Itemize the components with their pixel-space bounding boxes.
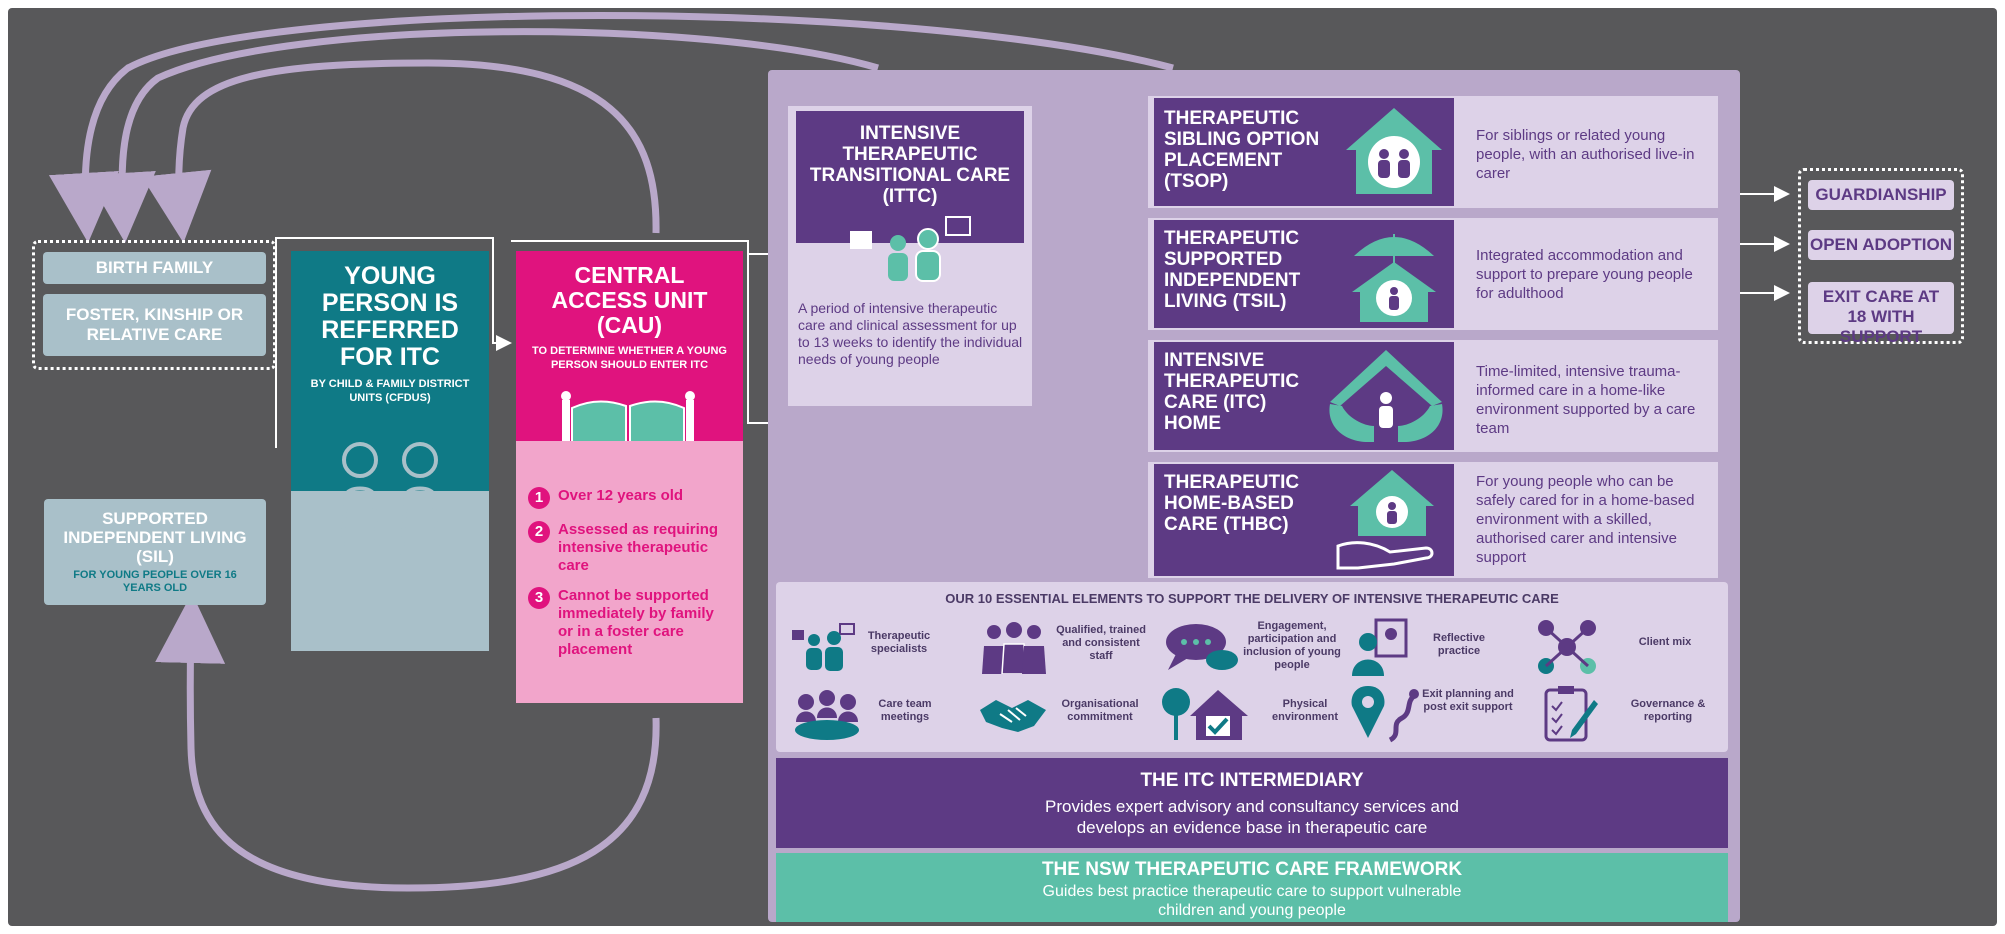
outcome-label: EXIT CARE AT 18 WITH SUPPORT [1822,287,1940,346]
element-exit-planning: Exit planning and post exit support [1346,684,1532,746]
return-arrow-outer [48,12,1174,243]
element-reflective-practice: Reflective practice [1346,616,1532,678]
element-label: Exit planning and post exit support [1422,688,1514,713]
option-title: THERAPEUTIC SUPPORTED INDEPENDENT LIVING… [1164,228,1301,312]
element-label: Engagement, participation and inclusion … [1243,620,1341,671]
cau-subtitle: TO DETERMINE WHETHER A YOUNG PERSON SHOU… [532,345,727,371]
foster-care-label: FOSTER, KINSHIP OR RELATIVE CARE [65,305,244,344]
element-client-mix: Client mix [1532,616,1718,678]
element-engagement: Engagement, participation and inclusion … [1160,616,1346,678]
element-organisational-commitment: Organisational commitment [974,684,1160,746]
specialists-icon [850,216,971,282]
element-label: Client mix [1638,636,1692,648]
option-title: THERAPEUTIC SIBLING OPTION PLACEMENT (TS… [1164,108,1320,192]
essential-elements-heading: OUR 10 ESSENTIAL ELEMENTS TO SUPPORT THE… [945,591,1559,606]
sil-box: SUPPORTED INDEPENDENT LIVING (SIL) FOR Y… [44,499,266,605]
young-person-body [291,491,489,651]
outcomes-group [1798,168,1964,344]
criterion-text: Assessed as requiring intensive therapeu… [558,521,719,574]
cau-box: CENTRAL ACCESS UNIT (CAU) TO DETERMINE W… [516,251,743,441]
speech-bubble-icon [1166,624,1238,670]
element-physical-environment: Physical environment [1160,684,1346,746]
criterion-2: 2 Assessed as requiring intensive therap… [528,521,731,575]
outcome-label: GUARDIANSHIP [1815,185,1947,204]
birth-family-label: BIRTH FAMILY [95,258,214,277]
criterion-number: 3 [528,587,550,609]
foster-care-box: FOSTER, KINSHIP OR RELATIVE CARE [43,294,266,356]
family-options-group [32,240,276,370]
young-person-subtitle: BY CHILD & FAMILY DISTRICT UNITS (CFDUS) [310,378,470,404]
element-label: Organisational commitment [1061,698,1139,723]
client-mix-icon [1538,620,1596,674]
element-label: Qualified, trained and consistent staff [1056,624,1146,662]
element-label: Physical environment [1271,698,1338,723]
location-pin-icon [1351,686,1419,743]
outcome-label: OPEN ADOPTION [1810,235,1952,254]
sil-subtitle: FOR YOUNG PEOPLE OVER 16 YEARS OLD [73,569,237,594]
option-title: THERAPEUTIC HOME-BASED CARE (THBC) [1164,472,1300,535]
mirror-icon [1352,618,1408,676]
element-qualified-staff: Qualified, trained and consistent staff [974,616,1160,678]
return-arrow-inner [141,59,660,243]
birth-family-box: BIRTH FAMILY [43,252,266,284]
young-person-box: YOUNG PERSON IS REFERRED FOR ITC BY CHIL… [291,251,489,491]
return-arrow-middle [85,28,879,243]
cau-title: CENTRAL ACCESS UNIT (CAU) [551,262,708,338]
element-label: Governance & reporting [1630,698,1706,723]
staff-icon [982,622,1046,674]
young-person-title: YOUNG PERSON IS REFERRED FOR ITC [321,262,459,371]
option-title: INTENSIVE THERAPEUTIC CARE (ITC) HOME [1164,350,1300,434]
nsw-framework-box: THE NSW THERAPEUTIC CARE FRAMEWORK Guide… [776,853,1728,922]
outcome-guardianship: GUARDIANSHIP [1808,180,1954,210]
return-arrow-bottom [155,593,660,892]
element-label: Therapeutic specialists [867,630,931,655]
ittc-description: A period of intensive therapeutic care a… [798,300,1023,367]
option-description: For young people who can be safely cared… [1476,473,1695,566]
siblings-house-icon [1346,108,1442,194]
outcome-open-adoption: OPEN ADOPTION [1808,230,1954,260]
handshake-icon [980,700,1046,732]
element-label: Care team meetings [878,698,932,723]
intermediary-description: Provides expert advisory and consultancy… [1045,797,1459,837]
essential-elements-grid: Therapeutic specialists Qualified, train… [788,616,1718,746]
specialists-icon [792,623,855,671]
criterion-number: 2 [528,521,550,543]
umbrella-house-icon [1352,234,1436,322]
criterion-1: 1 Over 12 years old [528,487,731,509]
hand-house-icon [1336,470,1434,570]
intermediary-title: THE ITC INTERMEDIARY [1140,770,1364,791]
meeting-icon [795,690,859,740]
clipboard-icon [1544,686,1598,742]
option-description: For siblings or related young people, wi… [1476,127,1695,182]
care-options-list: THERAPEUTIC SIBLING OPTION PLACEMENT (TS… [1148,96,1718,578]
essential-elements-panel [776,582,1728,752]
diagram-canvas: BIRTH FAMILY FOSTER, KINSHIP OR RELATIVE… [8,8,1997,926]
cau-criteria: 1 Over 12 years old 2 Assessed as requir… [516,441,743,703]
element-governance: Governance & reporting [1532,684,1718,746]
flow-line-referral [275,237,512,448]
ittc-title: INTENSIVE THERAPEUTIC TRANSITIONAL CARE … [809,123,1011,207]
hands-house-icon [1329,350,1443,442]
criterion-text: Over 12 years old [558,487,684,504]
criterion-number: 1 [528,487,550,509]
house-tree-icon [1162,688,1248,740]
element-label: Reflective practice [1433,632,1485,657]
itc-intermediary-box: THE ITC INTERMEDIARY Provides expert adv… [776,758,1728,848]
ittc-title-box: INTENSIVE THERAPEUTIC TRANSITIONAL CARE … [796,111,1024,243]
sil-title: SUPPORTED INDEPENDENT LIVING (SIL) [63,509,247,566]
option-description: Time-limited, intensive trauma-informed … [1476,363,1696,437]
young-people-icon [340,442,440,557]
criterion-text: Cannot be supported immediately by famil… [558,587,714,658]
option-description: Integrated accommodation and support to … [1476,247,1693,302]
framework-title: THE NSW THERAPEUTIC CARE FRAMEWORK [1041,859,1463,880]
element-care-team-meetings: Care team meetings [788,684,974,746]
framework-description: Guides best practice therapeutic care to… [1042,883,1462,919]
outcome-exit-care: EXIT CARE AT 18 WITH SUPPORT [1808,282,1954,346]
criterion-3: 3 Cannot be supported immediately by fam… [528,587,731,659]
element-therapeutic-specialists: Therapeutic specialists [788,616,974,678]
